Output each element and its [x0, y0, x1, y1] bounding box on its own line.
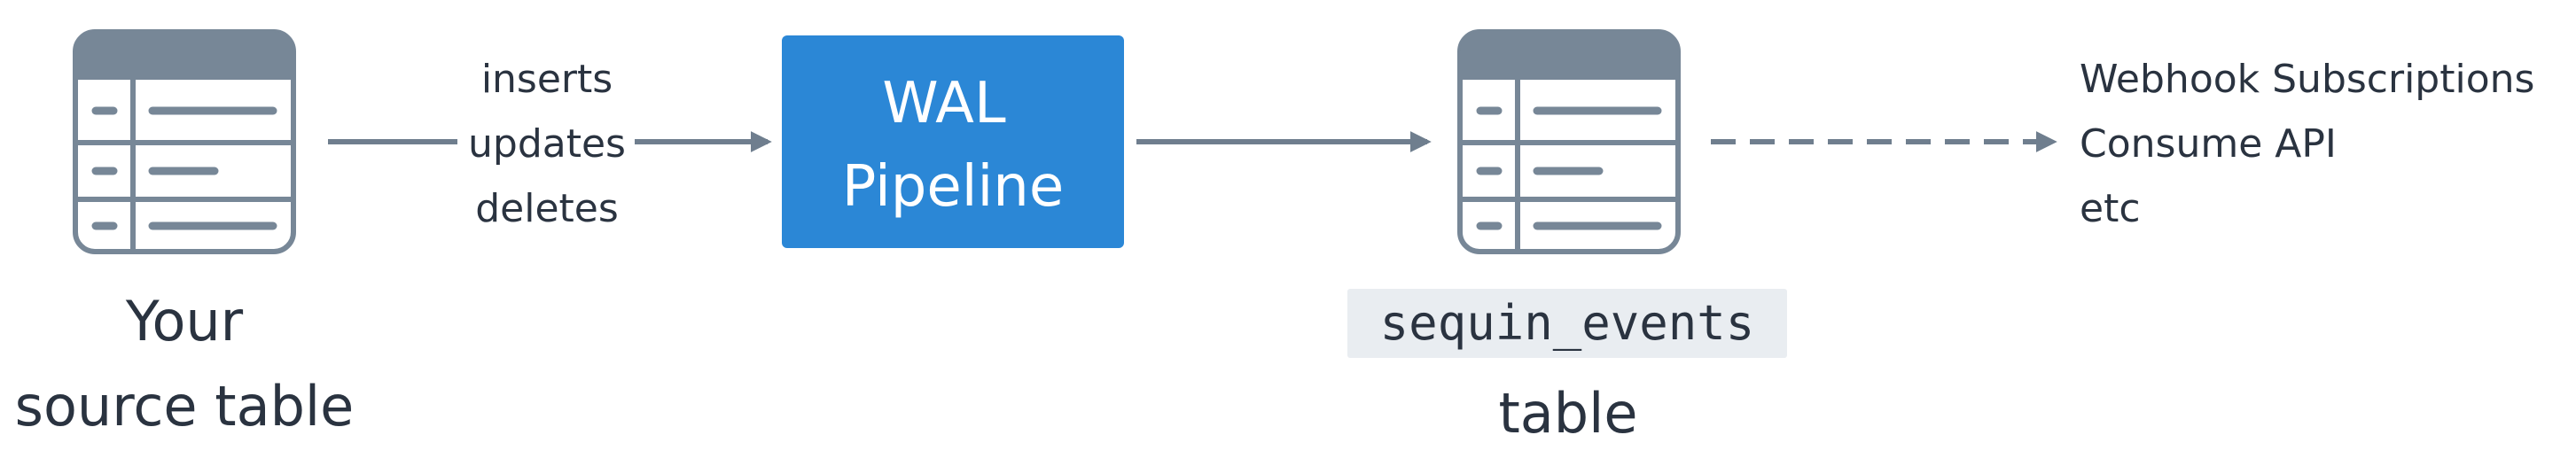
change-type-deletes: deletes	[475, 186, 619, 231]
source-table-label-line2: source table	[15, 374, 355, 439]
change-type-inserts: inserts	[481, 57, 613, 102]
source-table-icon	[73, 29, 296, 254]
wal-pipeline-label-line1: WAL	[882, 71, 1006, 136]
wal-pipeline-label-line2: Pipeline	[842, 154, 1064, 220]
wal-pipeline-box	[782, 35, 1124, 248]
change-type-updates: updates	[468, 121, 626, 167]
consumer-etc: etc	[2080, 186, 2141, 231]
events-table-code-bg	[1347, 289, 1787, 358]
consumer-consume-api: Consume API	[2080, 121, 2337, 167]
events-table-label: table	[1498, 381, 1637, 446]
consumer-webhook-subscriptions: Webhook Subscriptions	[2080, 57, 2534, 102]
events-table-icon	[1457, 29, 1681, 254]
source-table-label-line1: Your	[125, 289, 244, 353]
events-table-code-label: sequin_events	[1380, 295, 1755, 351]
